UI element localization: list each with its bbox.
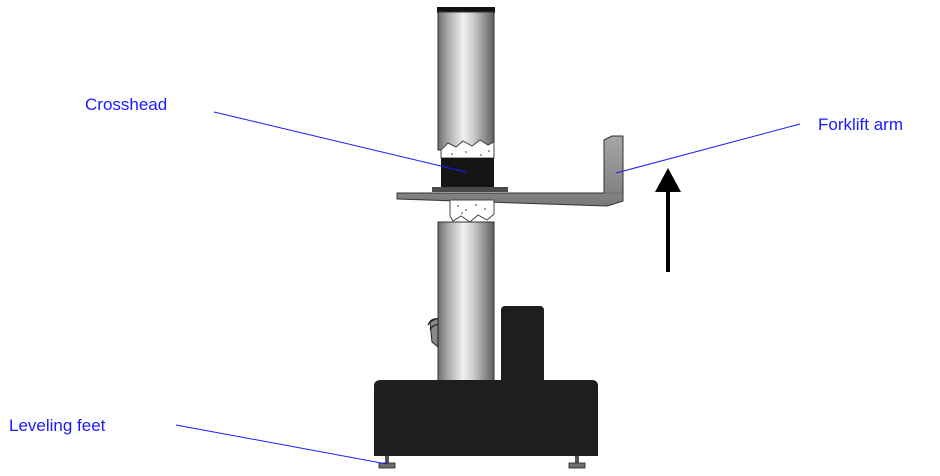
base xyxy=(374,380,598,456)
crosshead-label: Crosshead xyxy=(85,95,167,114)
up-arrow-icon xyxy=(655,168,681,272)
leveling-foot-right xyxy=(568,456,586,469)
leveling-foot-left xyxy=(378,456,396,469)
crosshead-block xyxy=(441,158,494,188)
cutaway-bottom xyxy=(449,199,495,223)
forklift-arm-shape xyxy=(396,135,624,207)
crosshead-plate xyxy=(432,187,508,192)
forklift-arm-label: Forklift arm xyxy=(818,115,903,134)
leveling-feet-label: Leveling feet xyxy=(9,416,106,435)
forklift-arm-callout-line xyxy=(615,123,801,174)
column-clamp xyxy=(427,317,439,349)
column-lower xyxy=(437,221,495,385)
column xyxy=(437,7,495,385)
leveling-feet-callout-line xyxy=(175,424,388,465)
column-cap xyxy=(437,7,495,13)
column-upper xyxy=(437,11,495,151)
crosshead-callout-line xyxy=(213,111,467,173)
control-box xyxy=(501,306,544,386)
